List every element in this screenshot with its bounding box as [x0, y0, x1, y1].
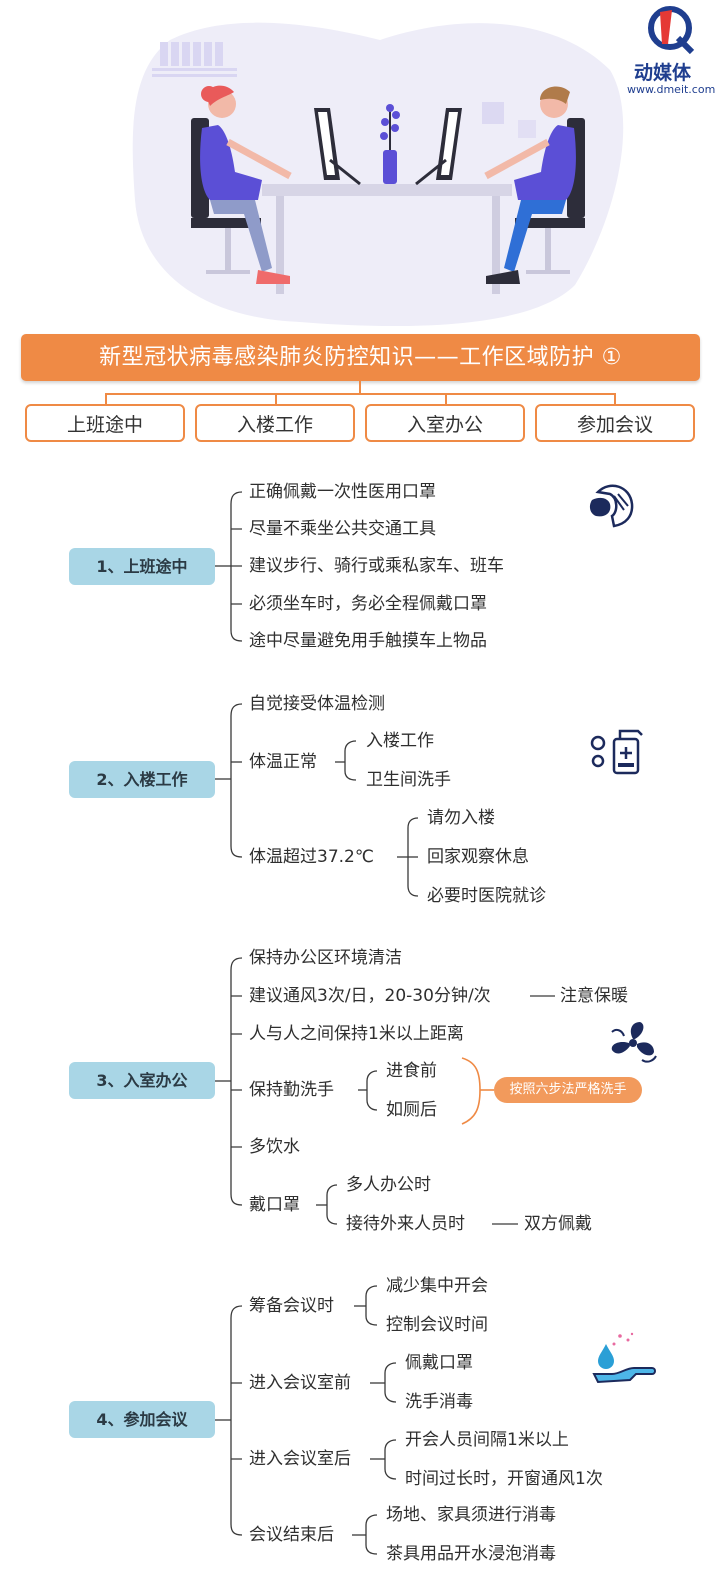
tab-meeting[interactable]: 参加会议	[535, 404, 695, 442]
list-item: 正确佩戴一次性医用口罩	[249, 482, 436, 502]
list-item-note: 双方佩戴	[524, 1214, 592, 1234]
list-item: 进入会议室后	[249, 1449, 351, 1469]
wall-square-icon	[518, 120, 536, 138]
list-item: 人与人之间保持1米以上距离	[249, 1024, 464, 1044]
list-item: 如厕后	[386, 1100, 437, 1120]
hero-illustration	[132, 22, 624, 327]
fan-icon	[611, 1022, 657, 1063]
list-item: 茶具用品开水浸泡消毒	[386, 1544, 556, 1564]
list-item: 卫生间洗手	[366, 770, 451, 790]
page-title: 新型冠状病毒感染肺炎防控知识——工作区域防护 ①	[21, 334, 700, 381]
list-item: 保持办公区环境清洁	[249, 948, 402, 968]
woman-figure	[191, 85, 292, 284]
list-item: 进入会议室前	[249, 1373, 351, 1393]
list-item: 开会人员间隔1米以上	[405, 1430, 569, 1450]
tab-commute[interactable]: 上班途中	[25, 404, 185, 442]
brand-url: www.dmeit.com	[627, 83, 716, 96]
monitor-right-icon	[415, 108, 462, 186]
list-item: 体温正常	[249, 752, 317, 772]
sanitizer-icon	[590, 729, 643, 775]
list-item: 场地、家具须进行消毒	[386, 1505, 556, 1525]
list-item: 进食前	[386, 1061, 437, 1081]
wall-square-icon	[482, 102, 504, 124]
handwash-icon	[592, 1332, 656, 1384]
list-item: 必须坐车时，务必全程佩戴口罩	[249, 594, 487, 614]
list-item: 洗手消毒	[405, 1392, 473, 1412]
section-2-root: 2、入楼工作	[69, 761, 215, 798]
list-item: 必要时医院就诊	[427, 886, 546, 906]
list-item: 多人办公时	[346, 1175, 431, 1195]
section-4-root: 4、参加会议	[69, 1401, 215, 1438]
list-item: 多饮水	[249, 1137, 300, 1157]
list-item: 减少集中开会	[386, 1276, 488, 1296]
mask-icon	[589, 484, 634, 528]
list-item: 保持勤洗手	[249, 1080, 334, 1100]
tab-entering-building[interactable]: 入楼工作	[195, 404, 355, 442]
list-item: 佩戴口罩	[405, 1353, 473, 1373]
section-1-root: 1、上班途中	[69, 548, 215, 585]
list-item: 途中尽量避免用手触摸车上物品	[249, 631, 487, 651]
list-item: 时间过长时，开窗通风1次	[405, 1469, 603, 1489]
list-item: 建议步行、骑行或乘私家车、班车	[249, 556, 504, 576]
brand-logo-icon	[648, 6, 695, 55]
list-item: 尽量不乘坐公共交通工具	[249, 519, 436, 539]
list-item: 会议结束后	[249, 1525, 334, 1545]
handwash-callout: 按照六步法严格洗手	[494, 1077, 642, 1103]
man-figure	[484, 86, 585, 284]
list-item: 筹备会议时	[249, 1296, 334, 1316]
desk	[262, 184, 512, 294]
monitor-left-icon	[314, 108, 361, 186]
list-item: 回家观察休息	[427, 847, 529, 867]
vase-plant-icon	[380, 104, 400, 184]
list-item: 入楼工作	[366, 731, 434, 751]
list-item: 戴口罩	[249, 1195, 300, 1215]
list-item: 建议通风3次/日，20-30分钟/次	[249, 986, 491, 1006]
list-item: 控制会议时间	[386, 1315, 488, 1335]
brand-name: 动媒体	[634, 62, 692, 84]
list-item: 体温超过37.2℃	[249, 847, 374, 867]
section-3-root: 3、入室办公	[69, 1062, 215, 1099]
list-item: 接待外来人员时	[346, 1214, 465, 1234]
tab-office[interactable]: 入室办公	[365, 404, 525, 442]
list-item: 请勿入楼	[427, 808, 495, 828]
bookshelf-icon	[152, 42, 237, 77]
list-item: 自觉接受体温检测	[249, 694, 385, 714]
list-item-note: 注意保暖	[560, 986, 628, 1006]
